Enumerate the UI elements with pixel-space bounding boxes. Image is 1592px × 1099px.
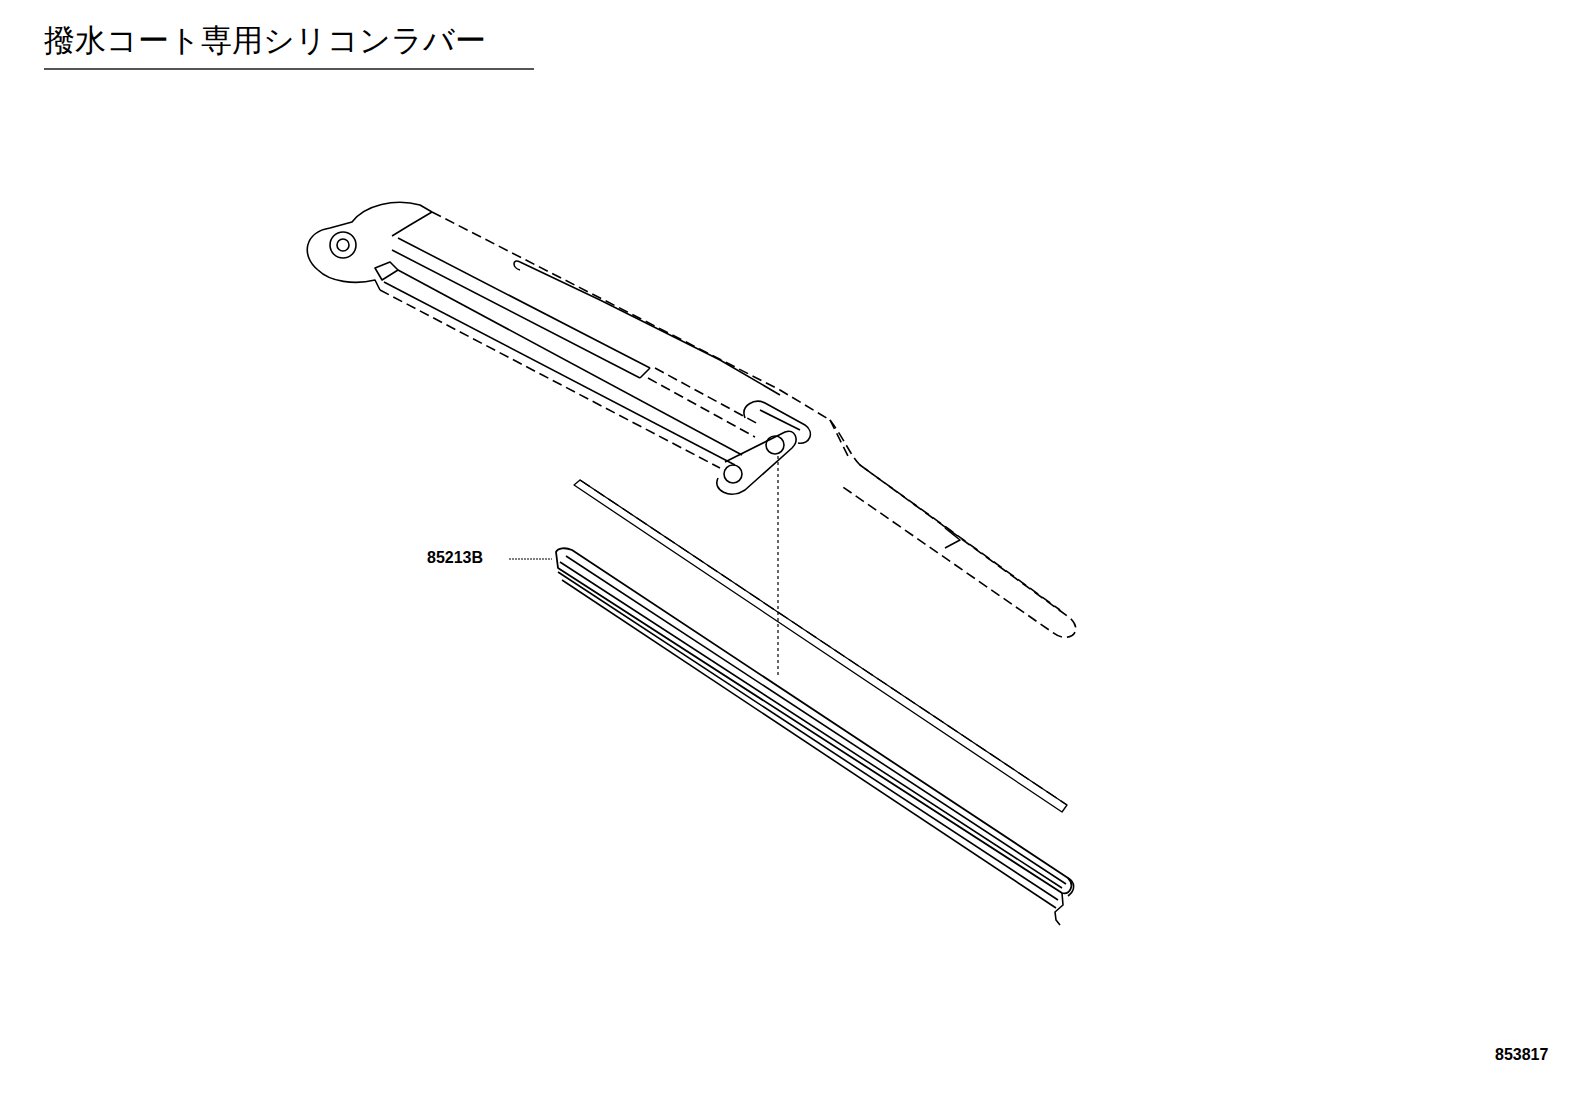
pivot-hole — [337, 239, 349, 251]
part-number: 85213B — [426, 549, 484, 567]
arm-head — [307, 202, 432, 270]
diagram-title: 撥水コート専用シリコンラバー — [44, 20, 534, 70]
pivot-circle — [330, 232, 356, 258]
illustration-id: 853817 — [1494, 1046, 1549, 1064]
leader-line — [509, 558, 552, 559]
